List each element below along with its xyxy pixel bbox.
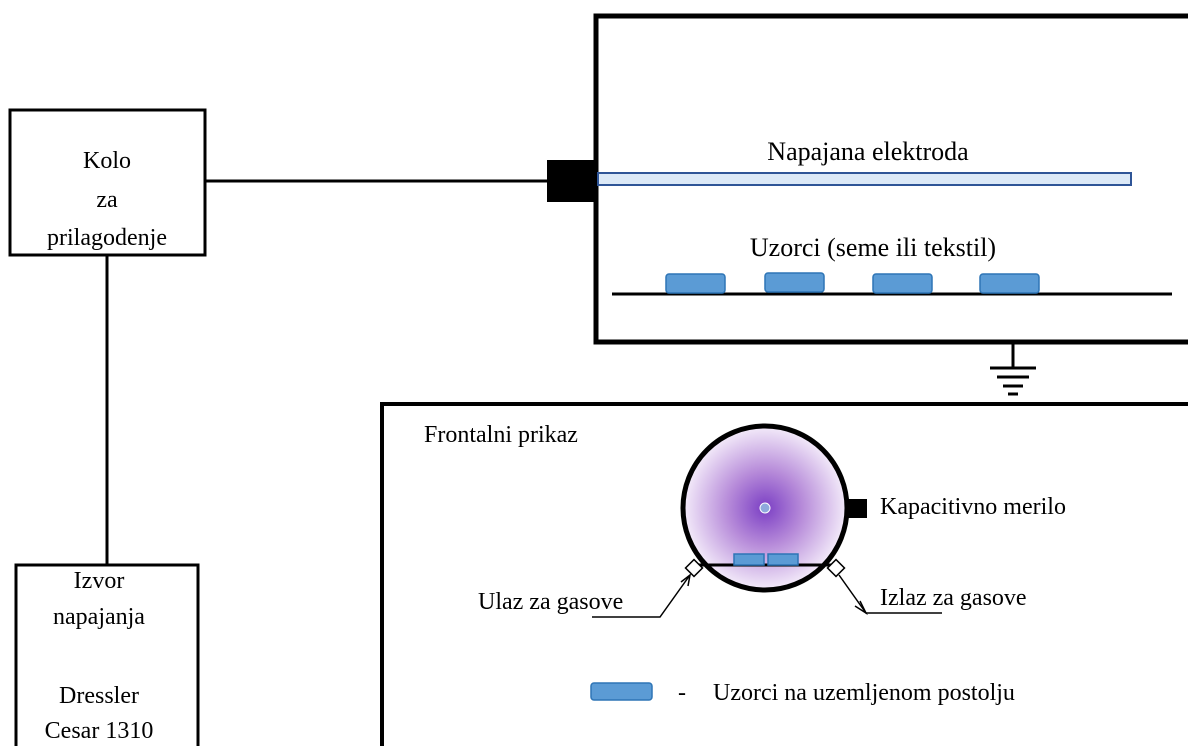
legend-sample-swatch: [590, 682, 653, 701]
gas-outlet-label: Izlaz za gasove: [880, 585, 1027, 611]
gas-inlet-label: Ulaz za gasove: [478, 589, 623, 615]
power-supply-box: Izvor napajanja Dressler Cesar 1310: [14, 563, 200, 746]
front-sample-2: [767, 553, 799, 566]
sample-3: [872, 273, 933, 294]
samples-label: Uzorci (seme ili tekstil): [750, 233, 996, 262]
sample-1: [665, 273, 726, 294]
matching-label-2: za: [96, 187, 118, 213]
ground-icon: [990, 344, 1036, 396]
legend-text: Uzorci na uzemljenom postolju: [713, 680, 1015, 706]
powered-electrode: [597, 172, 1132, 186]
gas-outlet-arrow: [838, 574, 942, 616]
gas-inlet-arrow: [592, 573, 692, 618]
matching-network-box: Kolo za prilagodenje: [8, 108, 207, 257]
matching-label-3: prilagodenje: [47, 225, 167, 251]
sample-4: [979, 273, 1040, 294]
power-label-1: Izvor: [74, 568, 125, 594]
matching-label-1: Kolo: [83, 148, 131, 174]
sample-2: [764, 272, 825, 293]
gas-outlet-port: [826, 558, 846, 578]
rf-connector: [547, 160, 596, 202]
electrode-cross-section: [759, 502, 771, 514]
legend-dash: -: [678, 680, 686, 706]
gas-inlet-port: [684, 558, 704, 578]
gauge-label: Kapacitivno merilo: [880, 494, 1066, 520]
front-view-title: Frontalni prikaz: [424, 422, 578, 448]
capacitive-gauge-port: [847, 499, 867, 518]
power-label-3: Dressler: [59, 683, 139, 709]
electrode-label: Napajana elektroda: [767, 137, 969, 166]
front-sample-1: [733, 553, 765, 566]
power-label-2: napajanja: [53, 604, 145, 630]
chamber-side-view: Napajana elektroda Uzorci (seme ili teks…: [547, 13, 1188, 345]
front-view-panel: Frontalni prikaz Kapacitivno merilo Ulaz…: [380, 402, 1188, 746]
power-label-4: Cesar 1310: [45, 718, 154, 744]
